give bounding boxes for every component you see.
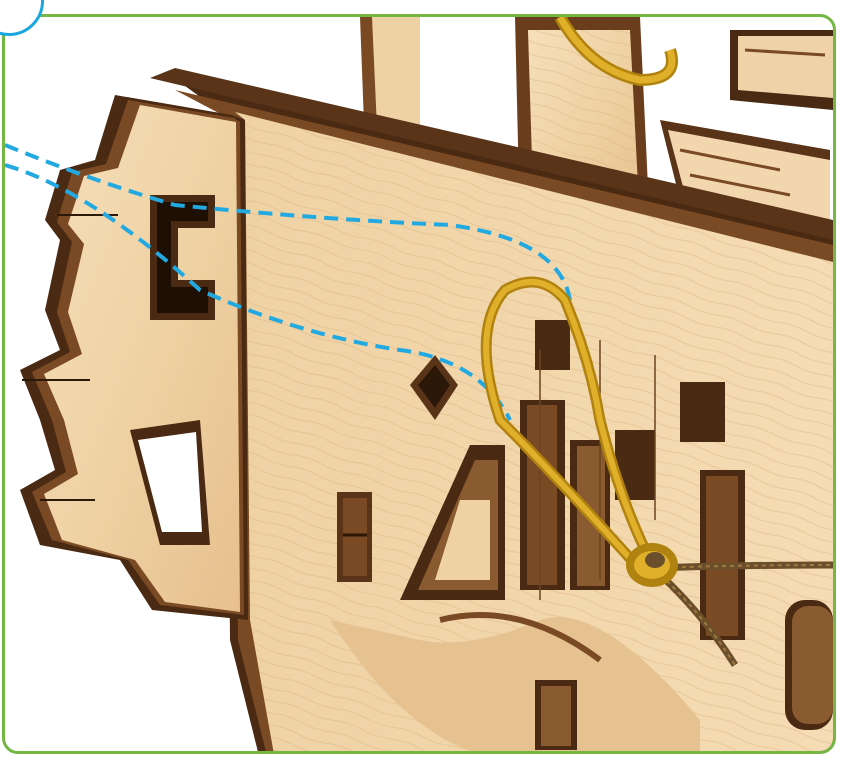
step-number: 3 [0, 0, 11, 3]
side-panel-left [20, 95, 248, 620]
